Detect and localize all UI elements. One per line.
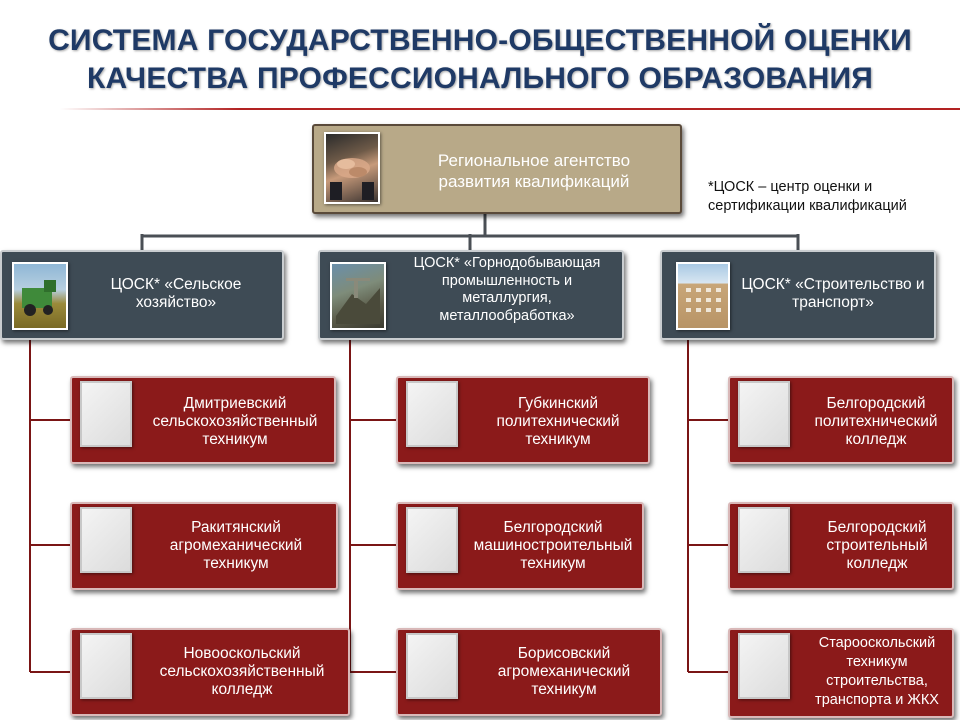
mining-icon	[330, 262, 386, 330]
college-2-1-line-1: Губкинский	[517, 395, 598, 412]
top-connectors	[140, 213, 800, 252]
college-2-2-line-1: Белгородский	[503, 519, 603, 536]
college-box-starooskolsky: Старооскольский техникум строительства, …	[728, 628, 954, 718]
center-2-label-line-2: промышленность и	[441, 272, 573, 289]
column-3-connectors	[687, 340, 728, 673]
college-box-rakityansky: Ракитянский агромеханический техникум	[70, 502, 338, 590]
college-1-1-line-1: Дмитриевский	[183, 395, 287, 412]
college-1-3-line-2: сельскохозяйственный	[159, 663, 325, 680]
college-2-2-line-2: машиностроительный	[473, 537, 633, 554]
footnote-line-2: сертификации квалификаций	[708, 198, 907, 214]
title-line-1: СИСТЕМА ГОСУДАРСТВЕННО-ОБЩЕСТВЕННОЙ ОЦЕН…	[48, 24, 912, 57]
college-3-3-line-3: строительства,	[826, 673, 928, 689]
college-3-3-line-4: транспорта и ЖКХ	[815, 692, 939, 708]
college-logo-placeholder-icon	[406, 507, 458, 573]
center-2-label-line-1: ЦОСК* «Горнодобывающая	[413, 255, 601, 271]
college-1-2-line-2: агромеханический	[169, 537, 303, 554]
college-box-belgorod-machine-building: Белгородский машиностроительный техникум	[396, 502, 644, 590]
college-3-3-line-1: Старооскольский	[818, 635, 936, 651]
center-box-agriculture: ЦОСК* «Сельское хозяйство»	[0, 250, 284, 340]
center-2-label-line-4: металлообработка»	[439, 307, 575, 324]
college-2-2-line-3: техникум	[520, 555, 586, 572]
college-2-3-line-1: Борисовский	[517, 645, 611, 662]
title-divider	[60, 108, 960, 110]
center-3-label-line-1: ЦОСК* «Строительство и	[741, 276, 925, 293]
page-title: СИСТЕМА ГОСУДАРСТВЕННО-ОБЩЕСТВЕННОЙ ОЦЕН…	[0, 22, 960, 98]
college-box-belgorod-polytechnic: Белгородский политехнический колледж	[728, 376, 954, 464]
center-2-label-line-3: металлургия,	[462, 290, 552, 306]
college-1-1-line-2: сельскохозяйственный	[152, 413, 318, 430]
college-logo-placeholder-icon	[738, 633, 790, 699]
college-box-borisovsky: Борисовский агромеханический техникум	[396, 628, 662, 716]
agency-label-line-2: развития квалификаций	[438, 172, 630, 191]
college-1-2-line-3: техникум	[203, 555, 269, 572]
center-1-label-line-1: ЦОСК* «Сельское	[110, 276, 242, 293]
center-box-mining-metallurgy: ЦОСК* «Горнодобывающая промышленность и …	[318, 250, 624, 340]
college-logo-placeholder-icon	[738, 507, 790, 573]
college-3-2-line-2: строительный	[826, 537, 928, 554]
harvester-icon	[12, 262, 68, 330]
college-box-novooskolsky: Новооскольский сельскохозяйственный колл…	[70, 628, 350, 716]
college-box-dmitrievsky: Дмитриевский сельскохозяйственный техник…	[70, 376, 336, 464]
college-1-3-line-1: Новооскольский	[183, 645, 301, 662]
college-3-2-line-3: колледж	[846, 555, 908, 572]
college-3-1-line-2: политехнический	[814, 413, 938, 430]
footnote-cosk-definition: *ЦОСК – центр оценки и сертификации квал…	[708, 178, 958, 216]
college-2-1-line-3: техникум	[525, 431, 591, 448]
college-2-1-line-2: политехнический	[496, 413, 620, 430]
center-3-label-line-2: транспорт»	[792, 294, 874, 311]
hands-together-icon	[324, 132, 380, 204]
column-1-connectors	[29, 340, 70, 673]
college-3-3-line-2: техникум	[846, 654, 908, 670]
agency-box: Региональное агентство развития квалифик…	[312, 124, 682, 214]
college-logo-placeholder-icon	[406, 381, 458, 447]
college-box-gubkinsky: Губкинский политехнический техникум	[396, 376, 650, 464]
college-3-1-line-1: Белгородский	[826, 395, 926, 412]
college-2-3-line-3: техникум	[531, 681, 597, 698]
college-logo-placeholder-icon	[738, 381, 790, 447]
college-logo-placeholder-icon	[80, 633, 132, 699]
college-logo-placeholder-icon	[406, 633, 458, 699]
center-1-label-line-2: хозяйство»	[135, 294, 217, 311]
college-box-belgorod-construction: Белгородский строительный колледж	[728, 502, 954, 590]
college-1-2-line-1: Ракитянский	[191, 519, 281, 536]
college-logo-placeholder-icon	[80, 507, 132, 573]
college-2-3-line-2: агромеханический	[497, 663, 631, 680]
college-1-3-line-3: колледж	[211, 681, 273, 698]
center-box-construction-transport: ЦОСК* «Строительство и транспорт»	[660, 250, 936, 340]
agency-label-line-1: Региональное агентство	[437, 151, 631, 170]
column-2-connectors	[349, 340, 396, 673]
college-1-1-line-3: техникум	[202, 431, 268, 448]
footnote-line-1: *ЦОСК – центр оценки и	[708, 179, 873, 195]
college-logo-placeholder-icon	[80, 381, 132, 447]
building-icon	[676, 262, 730, 330]
college-3-1-line-3: колледж	[845, 431, 907, 448]
college-3-2-line-1: Белгородский	[827, 519, 927, 536]
title-line-2: КАЧЕСТВА ПРОФЕССИОНАЛЬНОГО ОБРАЗОВАНИЯ	[86, 62, 874, 95]
